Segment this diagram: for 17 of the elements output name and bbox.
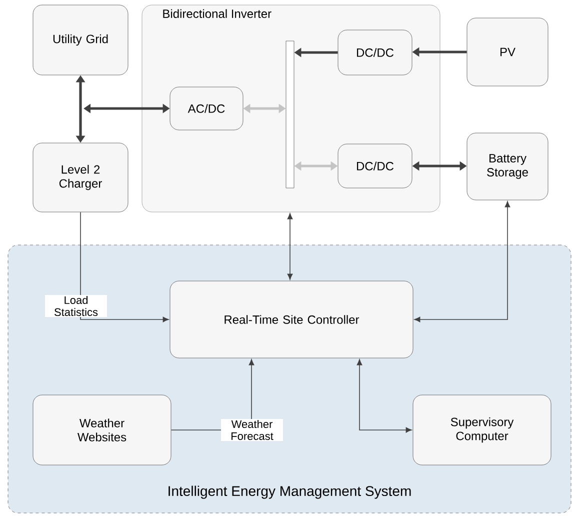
process-box: Real-Time Site Controller [170,280,414,358]
arrow [414,201,510,322]
arrow [287,213,293,280]
edge-label: Load Statistics [45,294,107,318]
process-box: Weather Websites [32,394,172,466]
edge-label: Weather Forecast [221,418,283,442]
process-box: Battery Storage [466,132,548,200]
process-box: Supervisory Computer [412,394,552,466]
arrow [356,359,412,433]
process-box: DC/DC [338,30,412,76]
arrow [80,212,169,322]
process-box: Utility Grid [32,4,128,76]
process-box: Level 2 Charger [32,142,128,212]
process-box: AC/DC [170,86,244,130]
process-box: DC/DC [338,144,412,188]
process-box: PV [466,18,548,86]
bus-bar [286,40,294,188]
